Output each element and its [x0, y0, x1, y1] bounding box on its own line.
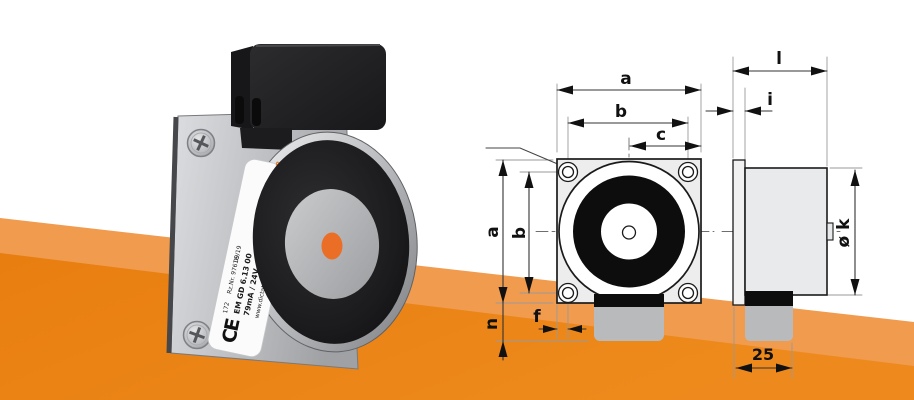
front-corner-holes — [557, 161, 699, 304]
dimension-arrowheads — [498, 66, 860, 373]
label-date-text: 09/19 — [233, 245, 243, 264]
dim-label-i: i — [767, 90, 773, 110]
photo-cable-gland-1 — [235, 96, 244, 124]
photo-box-top-highlight — [255, 44, 381, 47]
label-article-text: 172 — [222, 301, 231, 314]
dim-label-a-top: a — [620, 69, 631, 89]
photo-box-step — [240, 128, 292, 150]
front-armature-rubber — [594, 294, 664, 307]
dim-label-b-left: b — [510, 227, 530, 239]
photo-cable-gland-2 — [252, 98, 261, 126]
side-armature-plate — [745, 306, 793, 341]
side-mounting-plate — [732, 159, 746, 306]
front-center-pin — [621, 225, 637, 240]
photo-screw-bottom — [182, 320, 212, 350]
extension-lines — [495, 56, 863, 379]
product-photo: CE 172 Rz.Nr. 97616 09/19 EM GD 6.13 00 … — [166, 44, 418, 370]
dim-label-l: l — [776, 49, 782, 69]
dim-label-a-left: a — [483, 226, 503, 237]
side-center-pin-nub — [826, 222, 834, 241]
side-view — [732, 159, 834, 341]
photo-release-button-orange — [321, 232, 343, 260]
dim-label-c: c — [656, 125, 666, 145]
photo-screw-top — [186, 128, 216, 158]
front-armature-plate — [594, 307, 664, 341]
corner-hole-leader-line — [485, 147, 561, 166]
dim-label-f: f — [533, 307, 541, 327]
photo-box-front-face — [250, 44, 386, 130]
dim-label-b-top: b — [615, 102, 627, 122]
ce-mark-text: CE — [218, 317, 244, 345]
photo-junction-box — [231, 44, 386, 150]
front-view — [556, 158, 702, 341]
side-armature-rubber — [745, 291, 793, 306]
dim-label-diameter-k: ø k — [834, 218, 854, 248]
photo-plate-edge — [166, 116, 179, 354]
technical-drawing: a b c l i a b n f ø k 25 — [482, 49, 863, 379]
dimension-labels: a b c l i a b n f ø k 25 — [482, 49, 854, 364]
dim-label-n: n — [482, 318, 502, 330]
side-magnet-body — [744, 167, 828, 296]
dim-label-25: 25 — [752, 345, 774, 364]
